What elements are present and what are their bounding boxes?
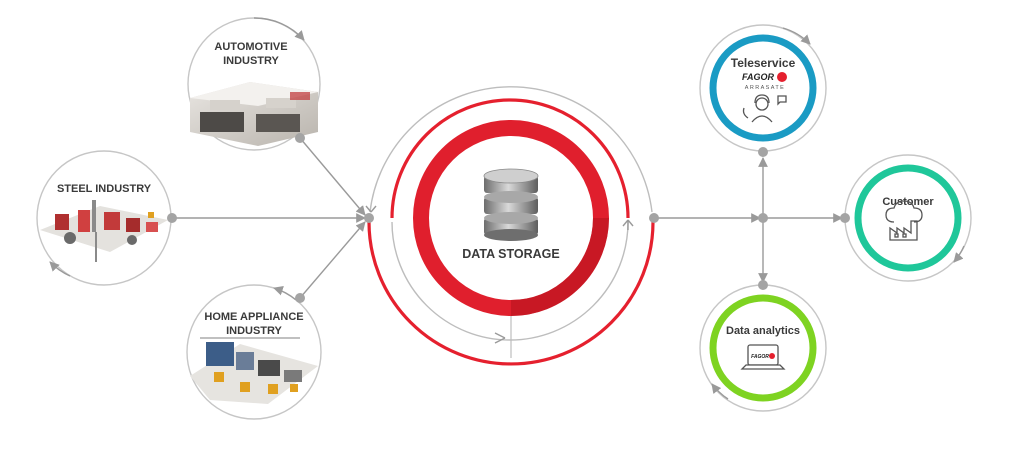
cloud-factory-icon	[885, 200, 923, 241]
svg-text:FAGOR: FAGOR	[742, 72, 775, 82]
fagor-logo: FAGOR ARRASATE	[742, 72, 787, 91]
steel-line-illustration	[40, 200, 168, 262]
connector-home-appliance	[299, 221, 366, 299]
headset-operator-icon	[742, 94, 787, 123]
svg-text:ARRASATE: ARRASATE	[745, 85, 785, 91]
node-automotive-out	[295, 133, 305, 143]
laptop-icon: FAGOR	[740, 344, 786, 370]
home-appliance-label-line2: INDUSTRY	[226, 325, 282, 337]
node-storage-in	[364, 213, 374, 223]
node-home-appliance-out	[295, 293, 305, 303]
automotive-industry-node[interactable]: AUTOMOTIVE INDUSTRY	[187, 17, 321, 151]
steel-label: STEEL INDUSTRY	[57, 183, 152, 195]
node-customer-in	[840, 213, 850, 223]
home-appliance-line-illustration	[190, 337, 318, 404]
node-steel-out	[167, 213, 177, 223]
data-analytics-node[interactable]: Data analytics FAGOR	[699, 284, 827, 412]
teleservice-ring	[709, 34, 817, 142]
customer-node[interactable]: Customer	[844, 154, 972, 282]
middle-red-arc	[390, 98, 630, 219]
data-storage-node[interactable]: DATA STORAGE	[365, 86, 655, 366]
svg-text:FAGOR: FAGOR	[751, 354, 769, 360]
home-appliance-industry-node[interactable]: HOME APPLIANCE INDUSTRY	[186, 284, 322, 420]
connector-automotive	[299, 137, 366, 216]
customer-ring	[854, 164, 962, 272]
home-appliance-label-line1: HOME APPLIANCE	[204, 311, 303, 323]
teleservice-node[interactable]: Teleservice FAGOR ARRASATE	[699, 24, 827, 152]
junction-nodes	[167, 133, 850, 303]
teleservice-label: Teleservice	[731, 56, 796, 70]
automotive-label-line1: AUTOMOTIVE	[214, 41, 287, 53]
outer-red-arc	[367, 221, 655, 366]
steel-industry-node[interactable]: STEEL INDUSTRY	[36, 150, 172, 286]
node-teleservice-in	[758, 147, 768, 157]
database-icon	[483, 168, 539, 241]
node-storage-out	[649, 213, 659, 223]
automotive-label-line2: INDUSTRY	[223, 55, 279, 67]
right-connectors	[654, 157, 843, 283]
node-analytics-in	[758, 280, 768, 290]
data-analytics-label: Data analytics	[726, 325, 800, 337]
node-distribution-hub	[758, 213, 768, 223]
data-storage-label: DATA STORAGE	[462, 247, 559, 261]
automotive-factory-illustration	[190, 82, 318, 146]
left-connectors	[172, 137, 366, 299]
